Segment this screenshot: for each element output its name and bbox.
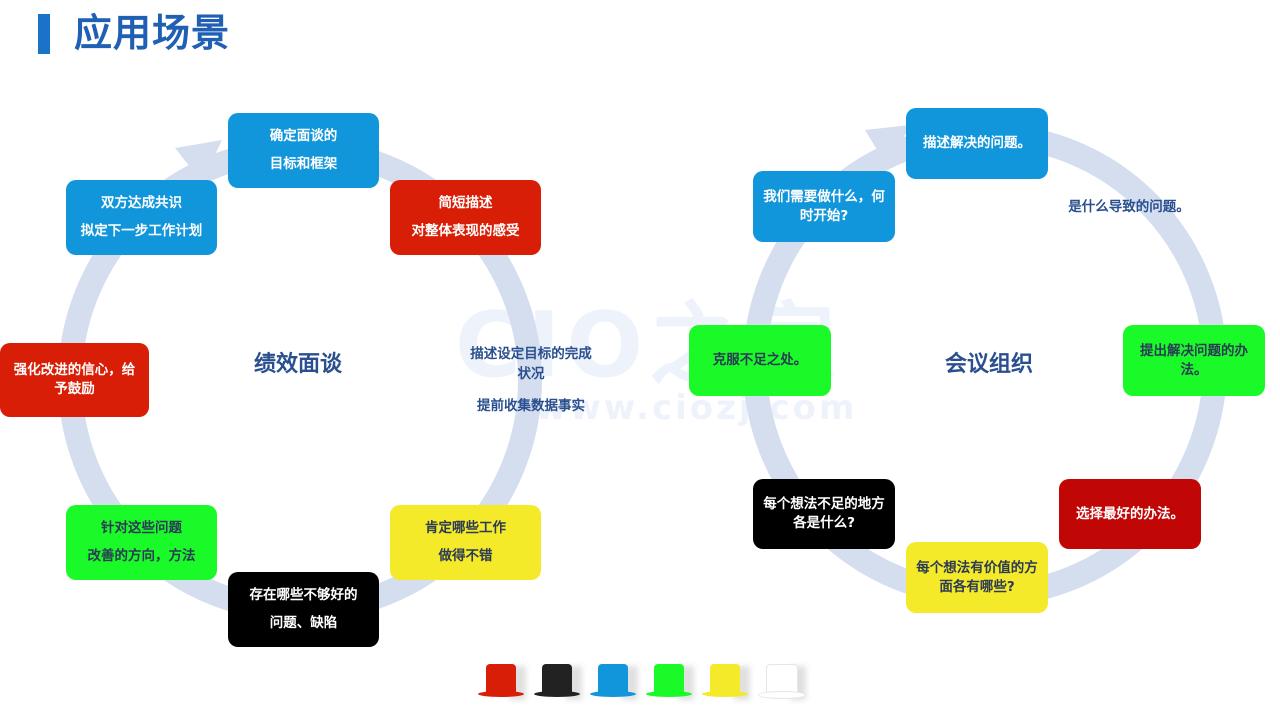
left-step-identify-problems: 存在哪些不够好的 问题、缺陷 [228,572,379,647]
left-step-define-goal: 确定面谈的 目标和框架 [228,113,379,188]
right-cycle-arrowhead [865,125,910,168]
left-step-reach-consensus-line1: 双方达成共识 [101,194,182,211]
right-step-overcome-weakness-text: 克服不足之处。 [712,352,808,368]
left-cycle-arrowhead [175,140,222,182]
left-step-brief-description-line2: 对整体表现的感受 [411,223,520,240]
left-step-identify-problems-line1: 存在哪些不够好的 [249,586,358,603]
right-step-idea-value: 每个想法有价值的方面各有哪些? [906,542,1048,613]
left-step-reach-consensus: 双方达成共识 拟定下一步工作计划 [66,180,217,255]
left-step-define-goal-line1: 确定面谈的 [269,127,338,144]
right-step-choose-best-text: 选择最好的办法。 [1076,505,1184,522]
left-floating-note-line2: 状况 [517,366,545,382]
green-hat-icon [646,660,694,700]
left-step-affirm-good-work: 肯定哪些工作 做得不错 [390,505,541,580]
white-hat-icon [758,660,806,700]
right-cycle-center-label: 会议组织 [945,352,1034,377]
right-step-what-to-do-text: 我们需要做什么，何时开始? [763,188,885,224]
red-hat-icon [478,660,526,700]
right-step-idea-weakness-text: 每个想法不足的地方各是什么? [763,496,885,531]
right-step-describe-problem: 描述解决的问题。 [906,108,1048,179]
page-title: 应用场景 [74,11,231,55]
right-step-propose-solutions: 提出解决问题的办法。 [1123,325,1265,396]
left-step-encourage-text: 强化改进的信心，给予鼓励 [13,362,136,397]
yellow-hat-icon [702,660,750,700]
left-step-affirm-good-work-line1: 肯定哪些工作 [425,519,506,536]
left-cycle-center-label: 绩效面谈 [254,352,343,377]
left-step-brief-description: 简短描述 对整体表现的感受 [390,180,541,255]
left-step-encourage: 强化改进的信心，给予鼓励 [0,343,149,417]
right-step-overcome-weakness: 克服不足之处。 [689,325,831,396]
left-step-improvement-direction-line1: 针对这些问题 [101,519,182,536]
left-step-reach-consensus-line2: 拟定下一步工作计划 [80,223,203,240]
black-hat-icon [534,660,582,700]
six-thinking-hats [478,660,806,700]
right-step-what-to-do: 我们需要做什么，何时开始? [753,171,895,242]
right-step-choose-best: 选择最好的办法。 [1059,479,1201,549]
left-step-affirm-good-work-line2: 做得不错 [438,548,493,565]
left-step-identify-problems-line2: 问题、缺陷 [269,615,338,632]
left-step-improvement-direction-line2: 改善的方向，方法 [87,548,196,565]
left-step-improvement-direction: 针对这些问题 改善的方向，方法 [66,505,217,580]
right-floating-note: 是什么导致的问题。 [1068,199,1190,215]
right-step-idea-weakness: 每个想法不足的地方各是什么? [753,479,895,549]
left-floating-note: 描述设定目标的完成 状况 提前收集数据事实 [455,344,607,416]
left-step-brief-description-line1: 简短描述 [438,194,493,211]
blue-hat-icon [590,660,638,700]
title-accent-bar [38,14,50,54]
right-step-describe-problem-text: 描述解决的问题。 [923,135,1031,151]
left-floating-note-line1: 描述设定目标的完成 [470,346,592,362]
right-step-idea-value-text: 每个想法有价值的方面各有哪些? [916,559,1038,595]
left-floating-note-line3: 提前收集数据事实 [477,398,585,414]
right-step-propose-solutions-text: 提出解决问题的办法。 [1140,342,1248,378]
left-step-define-goal-line2: 目标和框架 [269,156,338,173]
